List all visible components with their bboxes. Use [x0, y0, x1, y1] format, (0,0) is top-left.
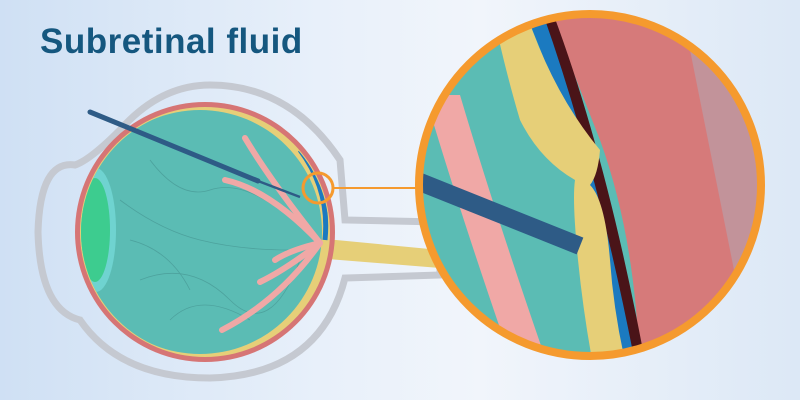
choroid [545, 15, 760, 355]
magnifier-ring [415, 10, 765, 360]
vitreous [81, 110, 322, 354]
needle-magnified [420, 167, 584, 255]
retinal-vessel-magnified [425, 95, 560, 355]
page-title: Subretinal fluid [40, 22, 303, 61]
eye-socket-outline [34, 81, 444, 382]
lens [81, 178, 110, 282]
detached-retina [490, 15, 635, 355]
bruchs-membrane [536, 15, 652, 355]
optic-nerve [315, 238, 440, 268]
retinal-capillaries [119, 159, 301, 321]
needle-tip [257, 179, 301, 199]
retinal-vessels [219, 135, 323, 333]
surgical-needle [87, 109, 261, 184]
magnified-view [420, 15, 760, 355]
